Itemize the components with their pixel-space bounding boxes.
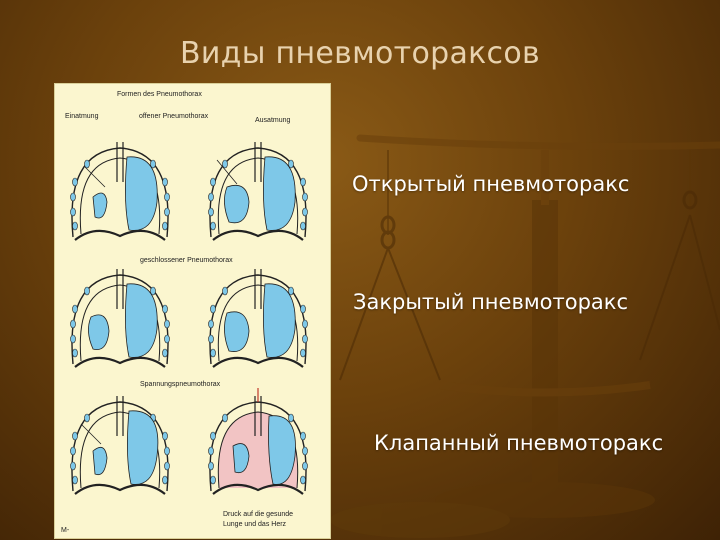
tension-expiration-thorax bbox=[207, 388, 309, 496]
slide-title: Виды пневмотораксов bbox=[179, 36, 540, 71]
figure-label-closed: geschlossener Pneumothorax bbox=[140, 257, 233, 264]
label-valve-pneumothorax: Клапанный пневмоторакс bbox=[374, 431, 664, 455]
open-inspiration-thorax bbox=[69, 140, 171, 242]
label-closed-pneumothorax: Закрытый пневмоторакс bbox=[353, 290, 629, 314]
figure-corner-mark: M- bbox=[61, 527, 70, 534]
figure-header: Formen des Pneumothorax bbox=[117, 91, 202, 98]
figure-label-open: offener Pneumothorax bbox=[139, 113, 209, 120]
figure-label-pressure-1: Druck auf die gesunde bbox=[223, 511, 293, 518]
figure-label-pressure-2: Lunge und das Herz bbox=[223, 521, 287, 528]
figure-label-expiration: Ausatmung bbox=[255, 117, 291, 124]
closed-inspiration-thorax bbox=[69, 267, 171, 369]
pneumothorax-diagram: Formen des Pneumothorax Einatmung offene… bbox=[55, 84, 330, 538]
figure-label-tension: Spannungspneumothorax bbox=[140, 381, 221, 388]
tension-inspiration-thorax bbox=[69, 394, 171, 496]
figure-label-inspiration: Einatmung bbox=[65, 113, 99, 120]
label-open-pneumothorax: Открытый пневмоторакс bbox=[352, 172, 630, 196]
closed-expiration-thorax bbox=[207, 267, 309, 369]
open-expiration-thorax bbox=[207, 140, 309, 242]
